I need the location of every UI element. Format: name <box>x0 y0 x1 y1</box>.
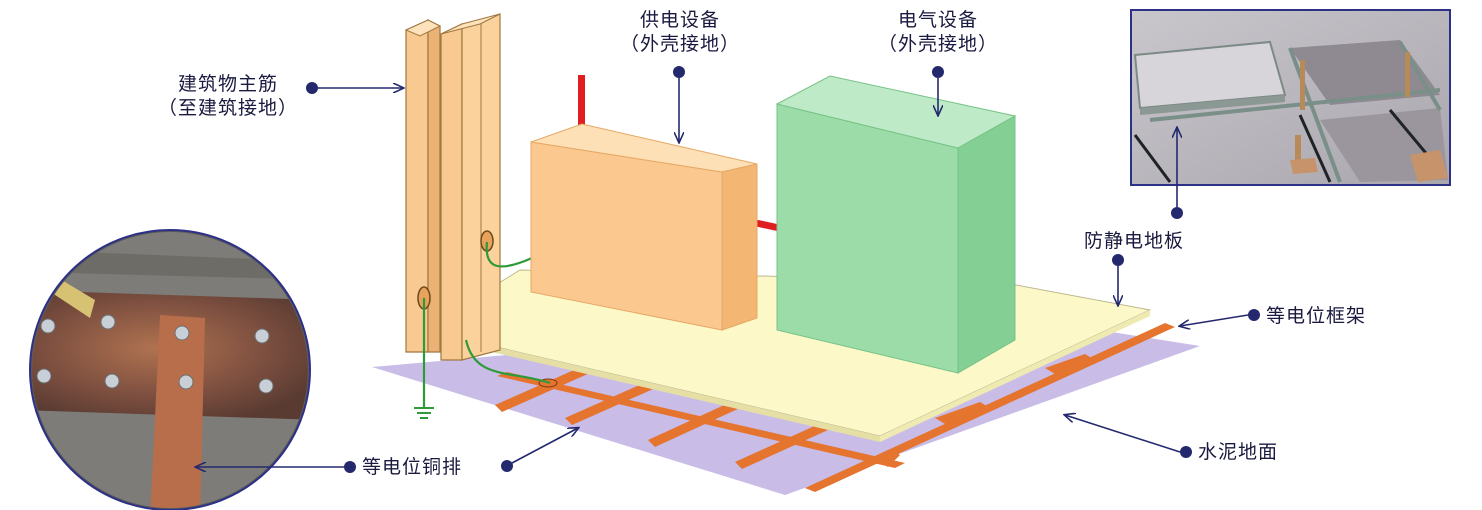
callout-cement <box>1065 415 1192 458</box>
raised-floor-photo <box>1130 9 1451 186</box>
earth-symbol <box>414 407 434 419</box>
callout-frame <box>1180 309 1260 326</box>
equipotential-frame-strips <box>495 323 1175 492</box>
callout-copper-bar <box>196 428 578 473</box>
label-antistatic-floor: 防静电地板 <box>1084 230 1185 252</box>
label-copper-bar: 等电位铜排 <box>362 456 463 478</box>
building-rebar-columns <box>404 13 501 361</box>
power-supply-equipment-box <box>530 123 758 331</box>
label-equipotential-frame: 等电位框架 <box>1266 305 1367 327</box>
callout-antistatic <box>1112 128 1183 305</box>
callout-supply <box>673 66 685 142</box>
red-wire-top <box>578 75 585 127</box>
label-electrical-line2: （外壳接地） <box>877 33 998 55</box>
label-rebar-line1: 建筑物主筋 <box>177 73 278 95</box>
electrical-equipment-box <box>775 75 1017 374</box>
callout-electrical <box>932 66 944 115</box>
label-supply-line2: （外壳接地） <box>619 33 740 55</box>
copper-busbar-photo <box>29 229 311 510</box>
ground-wires <box>422 241 551 408</box>
label-cement-floor: 水泥地面 <box>1198 441 1279 463</box>
label-electrical-line1: 电气设备 <box>897 9 978 31</box>
label-supply-line1: 供电设备 <box>639 9 720 31</box>
label-rebar-line2: （至建筑接地） <box>157 97 298 119</box>
callout-rebar <box>306 82 403 94</box>
